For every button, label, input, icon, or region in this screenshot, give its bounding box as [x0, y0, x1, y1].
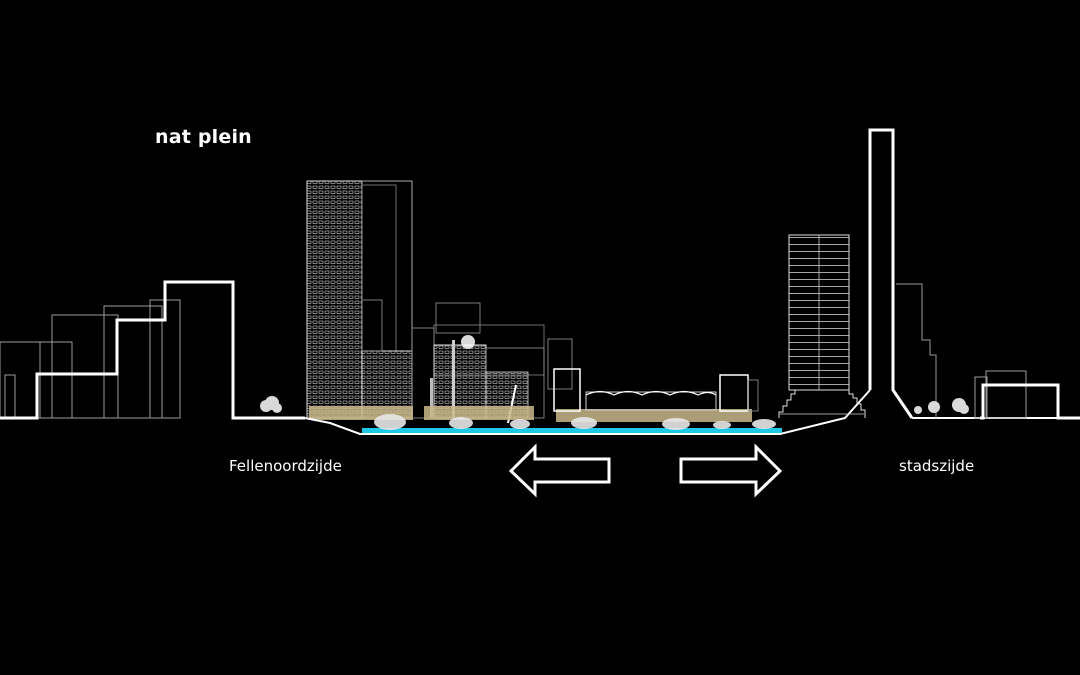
tall-slender-tower [868, 128, 914, 419]
middle-building-cluster [411, 302, 573, 424]
right-stepped-building [980, 383, 1080, 420]
right-trees [914, 398, 969, 414]
left-background-buildings [0, 299, 181, 419]
ground-line [304, 389, 871, 435]
label-stadszijde: stadszijde [899, 457, 975, 475]
arrow-left-icon [508, 443, 611, 498]
arrow-right-icon [679, 443, 783, 498]
right-background-buildings [896, 283, 1027, 419]
left-trees [260, 396, 282, 413]
fountain-mist [374, 414, 776, 430]
left-tower-cluster [306, 180, 413, 419]
central-pavilion [553, 368, 759, 412]
left-stepped-skyline [0, 280, 305, 420]
water-basin [362, 428, 782, 433]
label-fellenoordzijde: Fellenoordzijde [229, 457, 342, 475]
right-striped-tower [778, 234, 866, 418]
diagram-title: nat plein [155, 126, 252, 148]
